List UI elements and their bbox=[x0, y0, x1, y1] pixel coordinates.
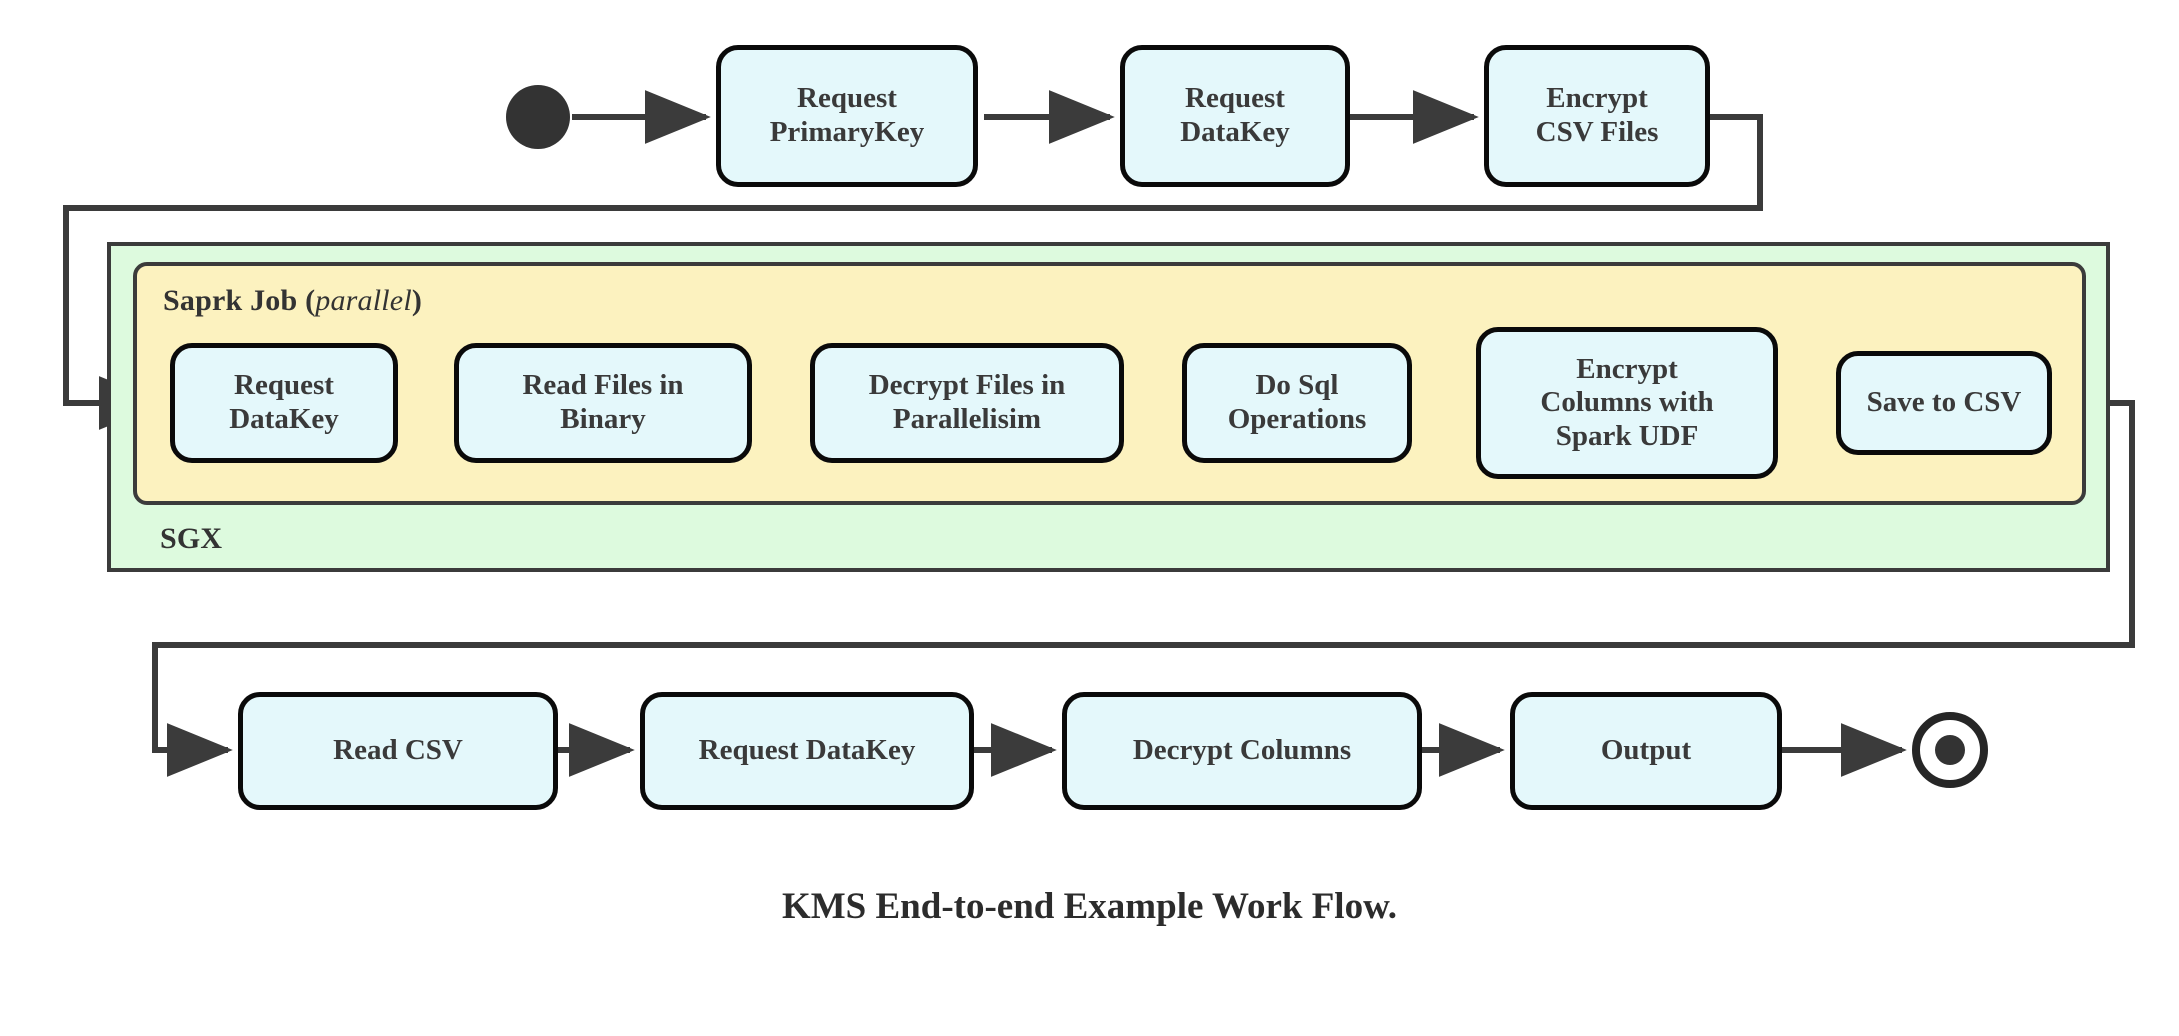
node-line: Decrypt Files in bbox=[868, 369, 1066, 402]
node-line: Request bbox=[1185, 82, 1285, 115]
paren-open: ( bbox=[305, 284, 316, 317]
node-line: Do Sql bbox=[1255, 369, 1339, 402]
node-line: Parallelisim bbox=[892, 403, 1042, 435]
node-line: Encrypt bbox=[1576, 352, 1678, 385]
paren-close: ) bbox=[411, 284, 423, 317]
node-line: PrimaryKey bbox=[769, 116, 925, 148]
node-request-datakey-spark[interactable]: Request DataKey bbox=[170, 343, 398, 463]
node-line: Read CSV bbox=[333, 734, 463, 767]
node-line: Binary bbox=[560, 403, 646, 435]
node-encrypt-csv-files[interactable]: Encrypt CSV Files bbox=[1484, 45, 1710, 187]
node-encrypt-columns-with-spark-udf[interactable]: Encrypt Columns with Spark UDF bbox=[1476, 327, 1778, 479]
sgx-container-label: SGX bbox=[160, 522, 223, 555]
node-request-primarykey[interactable]: Request PrimaryKey bbox=[716, 45, 978, 187]
diagram-caption: KMS End-to-end Example Work Flow. bbox=[781, 886, 1398, 927]
node-line: Output bbox=[1600, 734, 1692, 767]
spark-job-modifier: parallel bbox=[315, 284, 412, 317]
node-line: Request DataKey bbox=[698, 734, 916, 767]
node-line: Decrypt Columns bbox=[1132, 734, 1352, 767]
node-decrypt-columns[interactable]: Decrypt Columns bbox=[1062, 692, 1422, 810]
node-line: CSV Files bbox=[1535, 116, 1659, 148]
node-output[interactable]: Output bbox=[1510, 692, 1782, 810]
node-line: Encrypt bbox=[1546, 82, 1648, 115]
node-read-csv[interactable]: Read CSV bbox=[238, 692, 558, 810]
node-line: Save to CSV bbox=[1866, 386, 2022, 419]
end-node bbox=[1912, 712, 1988, 788]
spark-job-title: Saprk Job bbox=[163, 284, 298, 317]
node-line: Read Files in bbox=[522, 369, 684, 402]
node-line: Columns with bbox=[1540, 386, 1714, 419]
node-request-datakey-top[interactable]: Request DataKey bbox=[1120, 45, 1350, 187]
node-line: DataKey bbox=[1180, 116, 1290, 148]
node-line: Spark UDF bbox=[1555, 419, 1699, 452]
node-decrypt-files-in-parallelisim[interactable]: Decrypt Files in Parallelisim bbox=[810, 343, 1124, 463]
node-read-files-in-binary[interactable]: Read Files in Binary bbox=[454, 343, 752, 463]
node-request-datakey-bottom[interactable]: Request DataKey bbox=[640, 692, 974, 810]
node-line: Request bbox=[234, 369, 334, 402]
spark-job-container-label: Saprk Job (parallel) bbox=[163, 284, 422, 318]
node-line: Operations bbox=[1227, 403, 1367, 435]
start-node bbox=[506, 85, 570, 149]
node-line: DataKey bbox=[229, 403, 339, 435]
node-save-to-csv[interactable]: Save to CSV bbox=[1836, 351, 2052, 455]
node-do-sql-operations[interactable]: Do Sql Operations bbox=[1182, 343, 1412, 463]
node-line: Request bbox=[797, 82, 897, 115]
